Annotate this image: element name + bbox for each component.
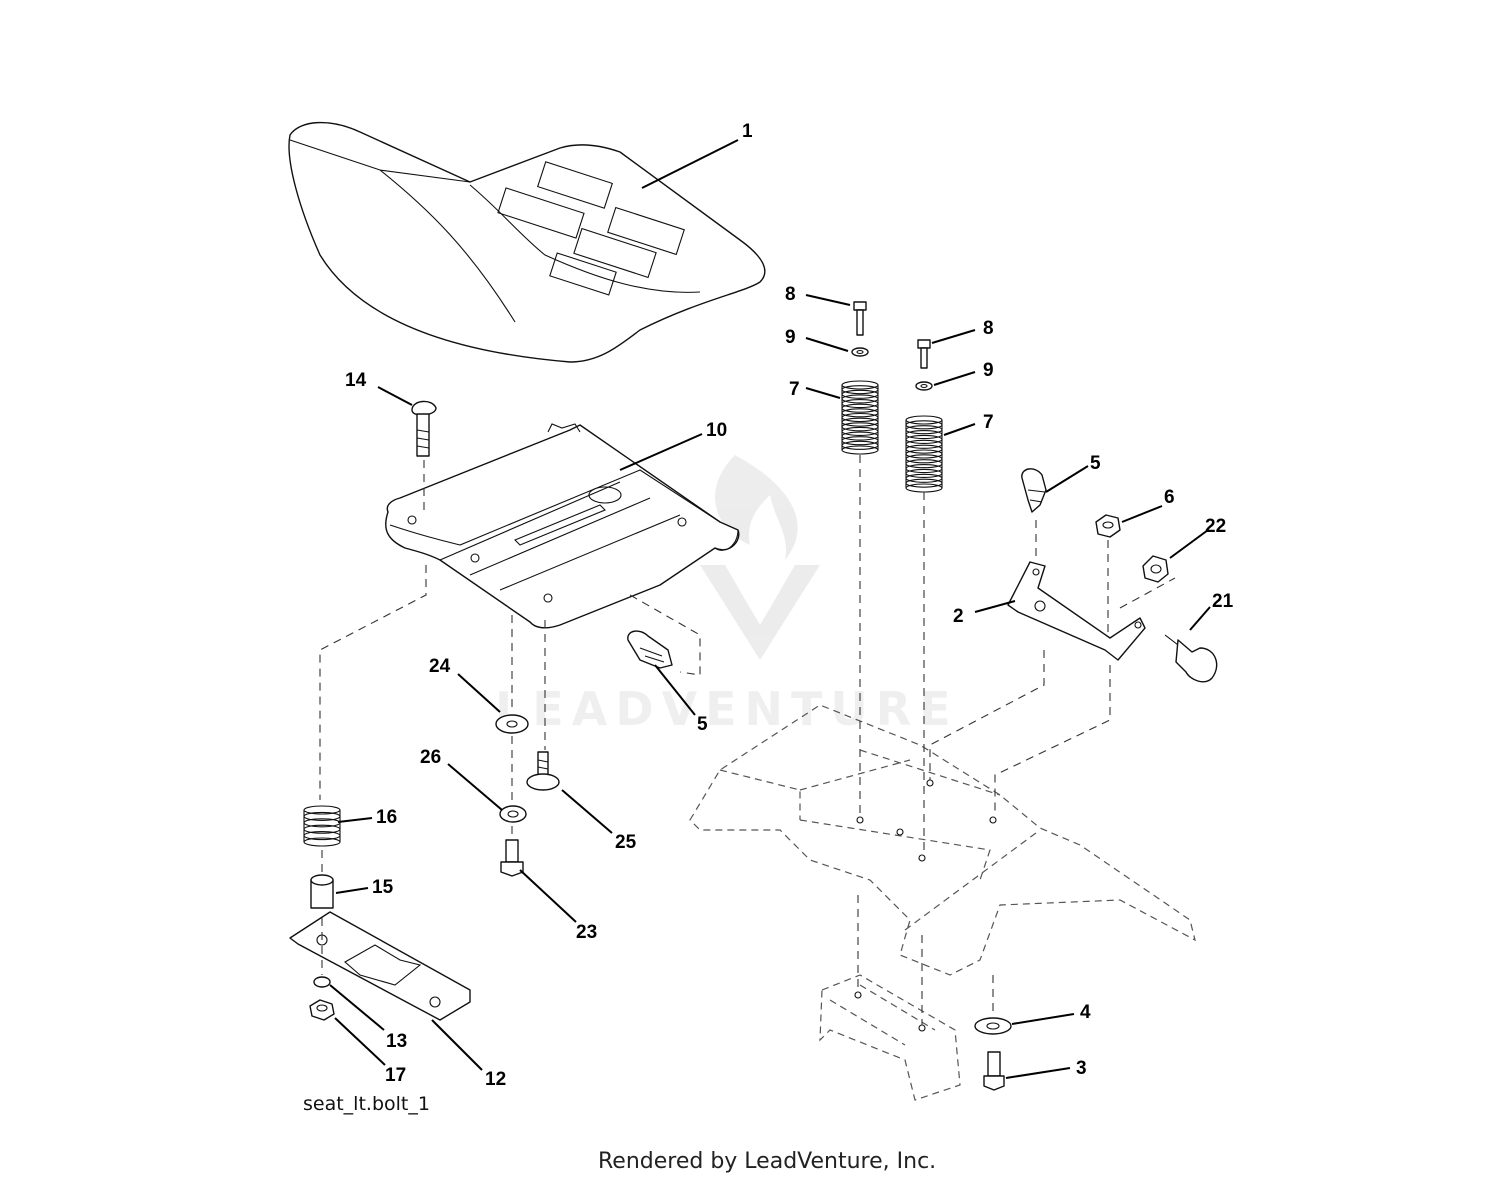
spring-coil <box>905 473 943 483</box>
callout-8: 8 <box>983 318 994 339</box>
callout-1: 1 <box>742 121 753 142</box>
spacer-15-part <box>310 874 334 909</box>
callout-7: 7 <box>983 412 994 433</box>
spring-coil <box>905 449 943 459</box>
callout-6: 6 <box>1164 487 1175 508</box>
callout-13: 13 <box>386 1031 407 1052</box>
spring-coil <box>841 399 879 409</box>
spring-coil <box>905 464 943 474</box>
nut-22-part <box>1142 555 1169 583</box>
spring-coil <box>841 436 879 446</box>
knob-21-part <box>1164 634 1218 683</box>
callout-14: 14 <box>345 370 367 391</box>
spring-coil <box>841 426 879 436</box>
callout-24: 24 <box>429 656 451 677</box>
spring-coil <box>905 439 943 449</box>
seat-pan-part <box>385 423 740 629</box>
bracket-2-part <box>1007 561 1146 661</box>
nut-17-part <box>309 999 335 1021</box>
spring-stack-right <box>905 339 943 493</box>
spring-coil <box>841 403 879 413</box>
spring-stack-left <box>841 301 879 455</box>
watermark-logo <box>700 455 820 660</box>
render-credit: Rendered by LeadVenture, Inc. <box>598 1149 936 1174</box>
spring-coil <box>905 483 943 493</box>
callout-5: 5 <box>1090 453 1101 474</box>
washer-13-part <box>313 976 331 988</box>
callout-7: 7 <box>789 379 800 400</box>
spring-coil <box>841 440 879 450</box>
tractor-frame-reference <box>689 704 1196 1101</box>
spring-outline <box>303 810 341 842</box>
spring-coil <box>841 431 879 441</box>
spring-coil <box>905 434 943 444</box>
lock-washer-26-part <box>499 805 527 823</box>
callout-10: 10 <box>706 420 727 441</box>
spring-coil <box>841 408 879 418</box>
callout-12: 12 <box>485 1069 506 1090</box>
callout-21: 21 <box>1212 591 1234 612</box>
callout-16: 16 <box>376 807 397 828</box>
callout-15: 15 <box>372 877 394 898</box>
callout-labels: 1 8 9 7 8 9 7 14 10 5 6 22 2 21 24 5 26 … <box>345 121 1234 1090</box>
callout-8: 8 <box>785 284 796 305</box>
spring-outline <box>905 420 943 488</box>
callout-leaders <box>329 139 1211 1079</box>
washer-4-part <box>974 1017 1012 1035</box>
seat-part <box>288 121 766 363</box>
callout-26: 26 <box>420 747 441 768</box>
spring-coil <box>905 478 943 488</box>
spring-coil <box>841 445 879 455</box>
watermark-text: LEADVENTURE <box>495 682 959 736</box>
callout-4: 4 <box>1080 1002 1091 1023</box>
spring-coil <box>905 468 943 478</box>
plate-12-part <box>289 911 471 1021</box>
clip-5-upper-part <box>1021 468 1047 513</box>
bolt-23-part <box>500 839 524 877</box>
callout-9: 9 <box>785 327 796 348</box>
nut-6-part <box>1095 514 1121 538</box>
spring-coil <box>905 430 943 440</box>
bolt-14-part <box>411 400 437 457</box>
spring-16-part <box>303 805 341 847</box>
spring-outline <box>841 385 879 450</box>
flange-bolt-25-part <box>526 751 560 791</box>
assembly-lines <box>319 455 1176 1025</box>
bolt-3-part <box>983 1051 1005 1091</box>
clip-5-lower-part <box>627 630 673 669</box>
spring-coil <box>841 380 879 390</box>
callout-23: 23 <box>576 922 597 943</box>
spring-coil <box>905 444 943 454</box>
washer-24-part <box>495 714 529 734</box>
spring-coil <box>905 454 943 464</box>
spring-coil <box>841 385 879 395</box>
spring-coil <box>905 415 943 425</box>
callout-5: 5 <box>697 714 708 735</box>
callout-17: 17 <box>385 1065 406 1086</box>
spring-coil <box>905 459 943 469</box>
spring-coil <box>841 422 879 432</box>
spring-coil <box>841 389 879 399</box>
spring-coil <box>841 417 879 427</box>
spring-coil <box>905 420 943 430</box>
spring-coil <box>841 412 879 423</box>
callout-9: 9 <box>983 360 994 381</box>
callout-3: 3 <box>1076 1058 1087 1079</box>
callout-2: 2 <box>953 606 964 627</box>
spring-coil <box>905 425 943 435</box>
callout-22: 22 <box>1205 516 1226 537</box>
diagram-label: seat_lt.bolt_1 <box>303 1093 430 1115</box>
spring-coil <box>841 394 879 404</box>
callout-25: 25 <box>615 832 637 853</box>
